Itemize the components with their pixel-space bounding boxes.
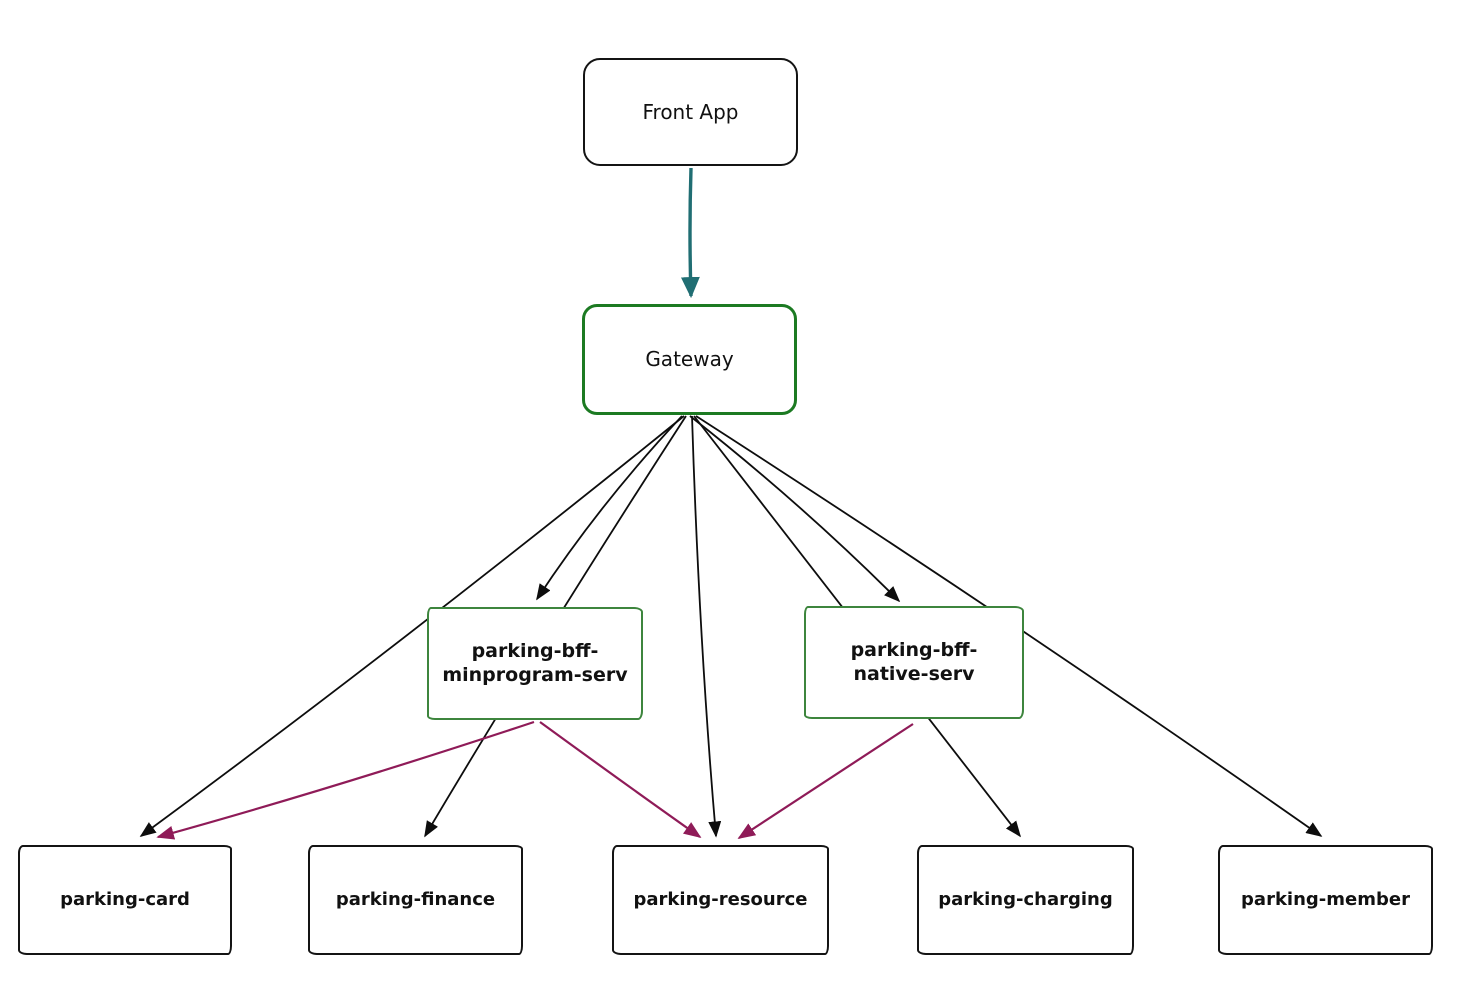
edge-gateway-to-parking-card xyxy=(139,415,685,837)
edge-bff-minprogram-to-parking-card xyxy=(156,720,535,840)
node-parking-card: parking-card xyxy=(18,845,232,955)
node-parking-finance-label: parking-finance xyxy=(335,888,496,910)
node-front-app: Front App xyxy=(583,58,798,166)
edge-gateway-to-parking-resource xyxy=(691,415,722,838)
node-parking-charging: parking-charging xyxy=(917,845,1134,955)
edge-bff-minprogram-to-parking-resource xyxy=(539,721,702,839)
node-parking-member: parking-member xyxy=(1218,845,1433,955)
node-parking-resource: parking-resource xyxy=(612,845,829,955)
node-parking-charging-label: parking-charging xyxy=(938,888,1113,910)
node-parking-resource-label: parking-resource xyxy=(633,888,808,910)
node-parking-bff-native-serv-label: parking-bff-native-serv xyxy=(850,638,978,685)
node-parking-member-label: parking-member xyxy=(1241,888,1410,910)
edge-bff-native-to-parking-resource xyxy=(737,723,914,839)
node-gateway: Gateway xyxy=(582,304,797,415)
node-parking-bff-minprogram-serv-label: parking-bff-minprogram-serv xyxy=(442,639,628,686)
edge-front-app-to-gateway xyxy=(680,167,700,299)
node-parking-card-label: parking-card xyxy=(60,888,190,910)
node-gateway-label: Gateway xyxy=(645,347,734,371)
node-parking-finance: parking-finance xyxy=(308,845,523,955)
node-parking-bff-native-serv: parking-bff-native-serv xyxy=(804,606,1024,719)
edge-gateway-to-parking-bff-minprogram-serv xyxy=(536,415,683,601)
node-front-app-label: Front App xyxy=(642,99,739,124)
edge-gateway-to-parking-bff-native-serv xyxy=(689,415,901,603)
node-parking-bff-minprogram-serv: parking-bff-minprogram-serv xyxy=(427,607,643,720)
